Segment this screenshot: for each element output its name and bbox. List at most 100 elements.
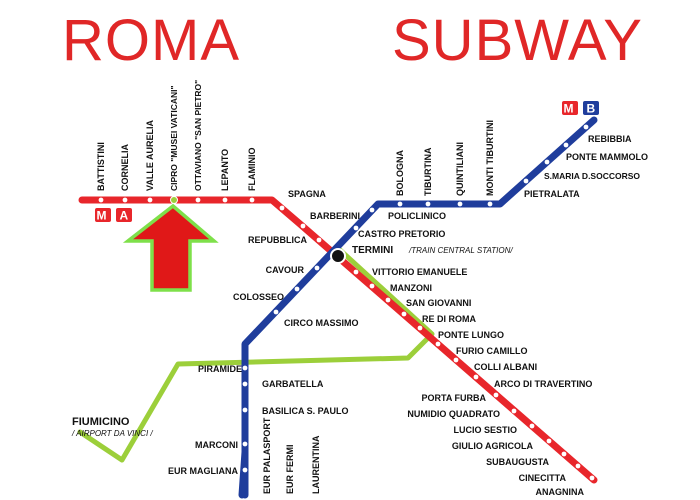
station-dot-spagna (279, 205, 285, 211)
station-label-valle-aurelia: VALLE AURELIA (145, 120, 155, 191)
airport-line (77, 247, 435, 463)
airport-name: FIUMICINO (72, 416, 130, 428)
line-b-badge: M B (562, 101, 599, 116)
station-dot-cipro (170, 196, 178, 204)
station-label-policlinico: POLICLINICO (388, 211, 446, 221)
station-dot-porta-furba (493, 392, 499, 398)
station-label-lucio-sestio: LUCIO SESTIO (453, 425, 517, 435)
station-label-cornelia: CORNELIA (120, 144, 130, 192)
station-label-eur-palasport: EUR PALASPORT (262, 417, 272, 494)
line-b-badge-m: M (564, 102, 574, 116)
station-dot-basilica (242, 407, 248, 413)
station-label-castro: CASTRO PRETORIO (358, 229, 445, 239)
station-dot-lucio-sestio (529, 423, 535, 429)
line-a-west-labels: BATTISTINI CORNELIA VALLE AURELIA CIPRO … (96, 80, 257, 191)
line-b (241, 116, 598, 499)
station-label-colli-albani: COLLI ALBANI (474, 362, 537, 372)
line-a-badge: M A (95, 208, 132, 223)
airport-note: / AIRPORT DA VINCI / (71, 429, 153, 438)
station-dot-cavour (314, 265, 320, 271)
station-label-giulio-agricola: GIULIO AGRICOLA (452, 441, 534, 451)
station-label-pietralata: PIETRALATA (524, 189, 580, 199)
line-a-station-dots (98, 197, 595, 481)
station-dot-cinecitta (575, 463, 581, 469)
station-dot-monti-tiburtini (487, 201, 493, 207)
station-label-san-giovanni: SAN GIOVANNI (406, 298, 471, 308)
station-dot-subaugusta (561, 451, 567, 457)
station-label-quintiliani: QUINTILIANI (455, 142, 465, 196)
line-a-badge-m: M (97, 209, 107, 223)
station-dot-flaminio (249, 197, 255, 203)
station-label-monti-tiburtini: MONTI TIBURTINI (485, 120, 495, 196)
station-dot-giulio-agricola (546, 438, 552, 444)
title-roma: ROMA (62, 8, 240, 73)
station-dot-garbatella (242, 381, 248, 387)
station-label-porta-furba: PORTA FURBA (422, 393, 487, 403)
station-label-flaminio: FLAMINIO (247, 148, 257, 192)
station-dot-barberini (300, 223, 306, 229)
station-label-tiburtina: TIBURTINA (423, 147, 433, 196)
station-dot-tiburtina (425, 201, 431, 207)
station-label-laurentina: LAURENTINA (311, 435, 321, 494)
station-dot-castro (353, 225, 359, 231)
station-label-marconi: MARCONI (195, 440, 238, 450)
station-dot-repubblica (316, 237, 322, 243)
station-dot-cornelia (122, 197, 128, 203)
line-a-labels: SPAGNA BARBERINI REPUBBLICA VITTORIO EMA… (248, 189, 592, 497)
line-a-badge-letter: A (120, 209, 129, 223)
line-b-station-dots (242, 124, 589, 473)
station-label-manzoni: MANZONI (390, 283, 432, 293)
station-label-repubblica: REPUBBLICA (248, 235, 308, 245)
station-dot-pietralata (523, 178, 529, 184)
station-dot-quintiliani (457, 201, 463, 207)
station-dot-rebibbia (583, 124, 589, 130)
line-b-badge-letter: B (587, 102, 596, 116)
station-dot-bologna (397, 201, 403, 207)
station-dot-ponte-lungo (417, 325, 423, 331)
station-label-termini: TERMINI (352, 245, 393, 256)
station-dot-colli-albani (453, 357, 459, 363)
station-dot-furio-camillo (435, 341, 441, 347)
station-label-subaugusta: SUBAUGUSTA (486, 457, 549, 467)
station-label-piramide: PIRAMIDE (198, 364, 242, 374)
station-dot-anagnina (589, 475, 595, 481)
station-dot-manzoni (369, 283, 375, 289)
station-label-furio-camillo: FURIO CAMILLO (456, 346, 528, 356)
station-label-arco: ARCO DI TRAVERTINO (494, 379, 592, 389)
line-b-labels: REBIBBIA PONTE MAMMOLO S.MARIA D.SOCCORS… (168, 120, 648, 494)
station-label-circo: CIRCO MASSIMO (284, 318, 359, 328)
title-subway: SUBWAY (392, 8, 643, 73)
station-dot-colosseo (294, 286, 300, 292)
station-label-s-maria: S.MARIA D.SOCCORSO (544, 171, 640, 181)
station-dot-piramide (242, 365, 248, 371)
station-dot-marconi (242, 441, 248, 447)
station-label-colosseo: COLOSSEO (233, 292, 284, 302)
station-label-barberini: BARBERINI (310, 211, 360, 221)
station-label-numidio: NUMIDIO QUADRATO (407, 409, 500, 419)
station-label-lepanto: LEPANTO (220, 149, 230, 191)
airport-labels: FIUMICINO / AIRPORT DA VINCI / (71, 416, 153, 438)
station-label-vittorio: VITTORIO EMANUELE (372, 267, 467, 277)
station-label-termini-note: /TRAIN CENTRAL STATION/ (408, 246, 513, 255)
station-dot-policlinico (369, 207, 375, 213)
station-label-re-di-roma: RE DI ROMA (422, 314, 477, 324)
station-dot-re-di-roma (401, 311, 407, 317)
termini-interchange (330, 248, 346, 264)
station-label-eur-magliana: EUR MAGLIANA (168, 466, 238, 476)
station-label-battistini: BATTISTINI (96, 142, 106, 191)
station-dot-eur-magliana (242, 467, 248, 473)
station-label-garbatella: GARBATELLA (262, 379, 324, 389)
station-dot-s-maria (544, 159, 550, 165)
station-label-eur-fermi: EUR FERMI (285, 445, 295, 495)
station-dot-arco (473, 374, 479, 380)
station-dot-ottaviano (195, 197, 201, 203)
station-dot-lepanto (222, 197, 228, 203)
station-dot-valle-aurelia (147, 197, 153, 203)
station-label-cinecitta: CINECITTA (519, 473, 567, 483)
station-label-cavour: CAVOUR (266, 265, 305, 275)
station-label-ottaviano: OTTAVIANO "SAN PIETRO" (193, 80, 203, 191)
station-dot-ponte-mammolo (563, 142, 569, 148)
line-b-eur-branch (238, 448, 249, 499)
station-label-cipro: CIPRO "MUSEI VATICANI" (169, 86, 179, 192)
